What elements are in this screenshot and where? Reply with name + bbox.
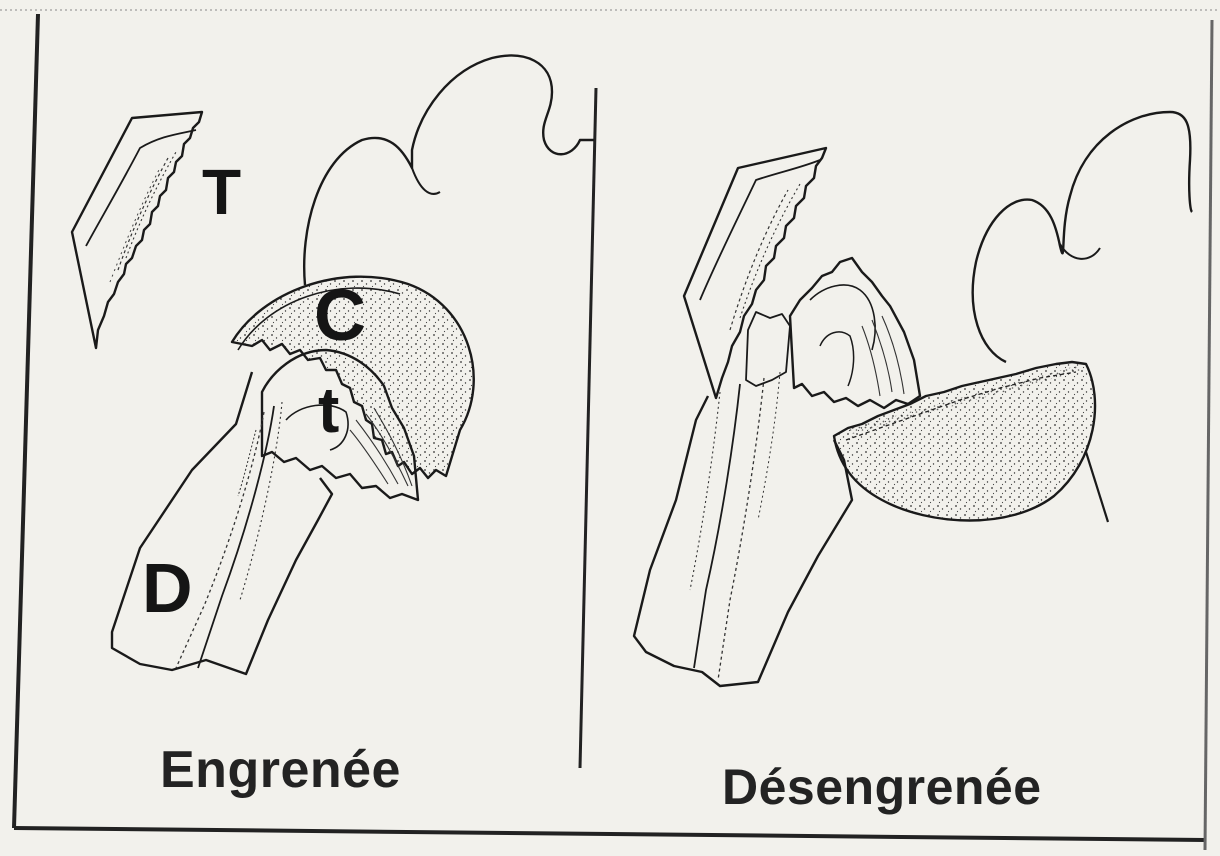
right-humeral-head bbox=[834, 362, 1095, 521]
left-diaphysis bbox=[112, 372, 332, 674]
frame-right-border bbox=[1205, 20, 1212, 850]
right-diaphysis bbox=[634, 396, 852, 686]
label-D: D bbox=[142, 549, 193, 627]
caption-right: Désengrenée bbox=[722, 758, 1042, 816]
label-t: t bbox=[318, 374, 339, 446]
right-lesser-tuberosity bbox=[790, 258, 920, 408]
panel-divider bbox=[580, 88, 596, 768]
frame-bottom-border bbox=[14, 828, 1205, 840]
frame-left-border bbox=[14, 14, 38, 828]
left-coracoid-outline bbox=[304, 56, 594, 285]
right-panel-illustration bbox=[634, 112, 1192, 686]
label-C: C bbox=[314, 276, 366, 356]
label-T: T bbox=[202, 156, 241, 228]
right-tuberosity-fragment bbox=[684, 148, 826, 398]
right-coracoid-outline bbox=[973, 112, 1192, 362]
caption-left: Engrenée bbox=[160, 740, 401, 800]
